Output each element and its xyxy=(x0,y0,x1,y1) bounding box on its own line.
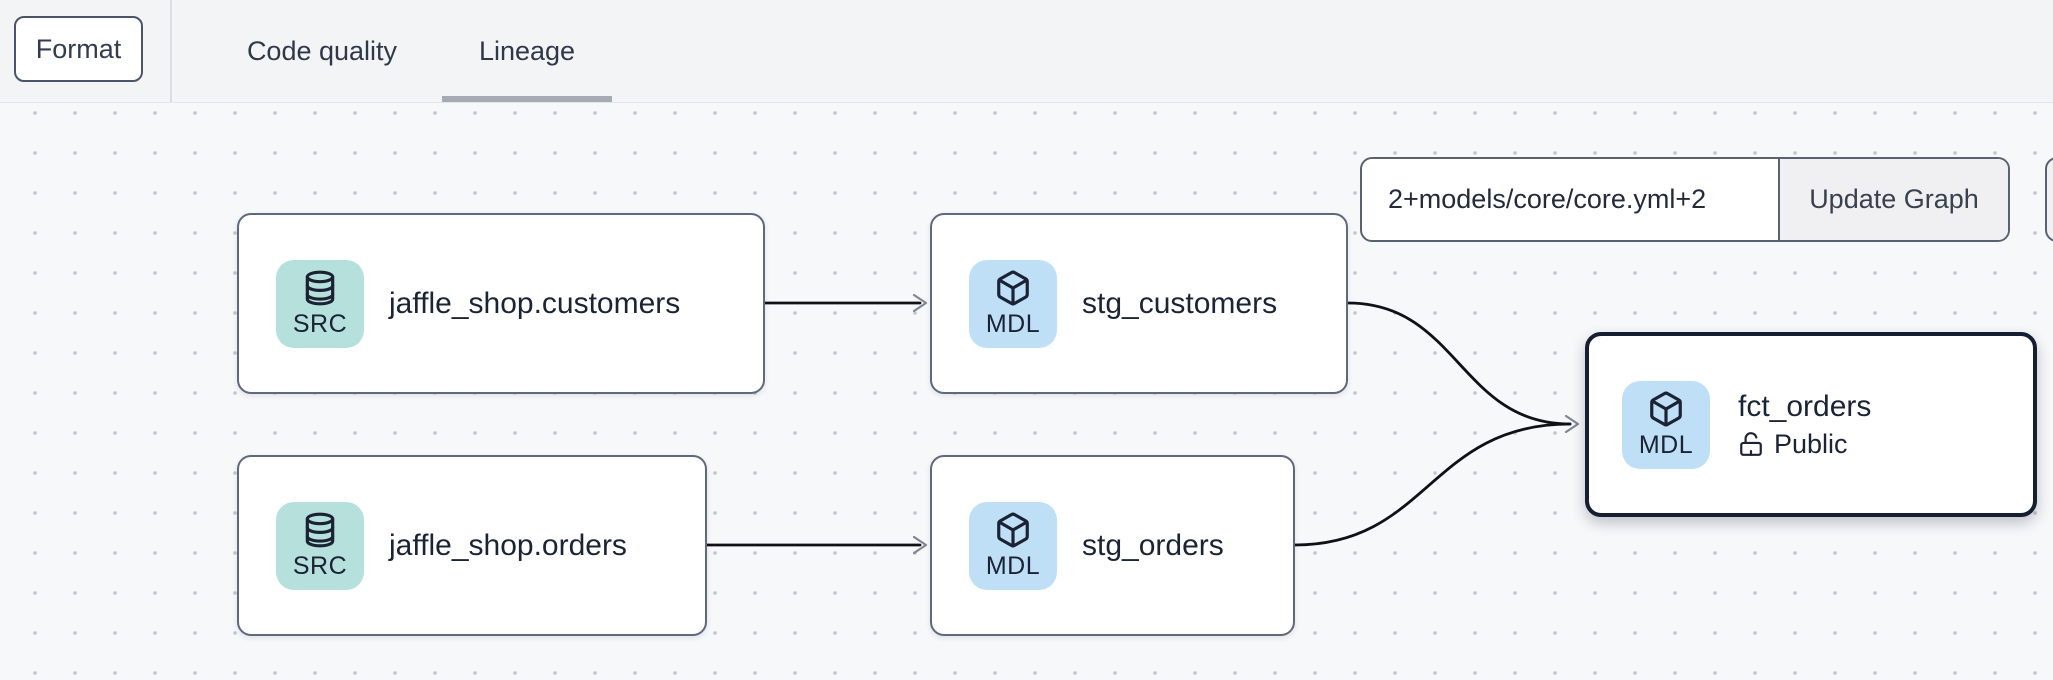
lineage-node-fct-orders[interactable]: MDL fct_orders Public xyxy=(1585,332,2037,517)
format-button[interactable]: Format xyxy=(14,16,143,82)
clipped-right-button[interactable] xyxy=(2045,157,2053,242)
node-label: stg_customers xyxy=(1082,286,1278,320)
graph-selector-group: Update Graph xyxy=(1360,157,2010,242)
model-badge: MDL xyxy=(1622,380,1710,469)
toolbar-divider xyxy=(170,0,172,102)
database-icon xyxy=(305,512,335,547)
panel-tabs: Code quality Lineage xyxy=(202,0,612,102)
tab-lineage-label: Lineage xyxy=(478,35,576,66)
tab-code-quality[interactable]: Code quality xyxy=(202,0,442,102)
arrowhead-icon xyxy=(912,293,928,313)
access-label: Public xyxy=(1774,428,1848,459)
lineage-node-jaffle-shop-customers[interactable]: SRC jaffle_shop.customers xyxy=(237,213,765,394)
cube-icon xyxy=(997,270,1029,306)
database-icon xyxy=(305,270,335,305)
badge-label: MDL xyxy=(985,309,1041,338)
tab-lineage[interactable]: Lineage xyxy=(442,0,612,102)
update-graph-button[interactable]: Update Graph xyxy=(1778,159,2008,240)
edge-stgorders-to-fct xyxy=(1293,422,1572,547)
node-label: fct_orders xyxy=(1738,389,1872,423)
source-badge: SRC xyxy=(276,259,364,348)
arrowhead-icon xyxy=(912,535,928,555)
arrowhead-icon xyxy=(1564,414,1580,434)
graph-selector-input[interactable] xyxy=(1362,159,1778,240)
model-badge: MDL xyxy=(969,501,1057,590)
node-label: jaffle_shop.customers xyxy=(389,286,681,320)
badge-label: MDL xyxy=(985,551,1041,580)
lineage-node-jaffle-shop-orders[interactable]: SRC jaffle_shop.orders xyxy=(237,455,707,636)
node-label: stg_orders xyxy=(1082,528,1224,562)
source-badge: SRC xyxy=(276,501,364,590)
unlock-icon xyxy=(1740,432,1762,456)
badge-label: SRC xyxy=(292,309,348,338)
badge-label: SRC xyxy=(292,551,348,580)
cube-icon xyxy=(1650,391,1682,427)
node-access: Public xyxy=(1738,429,1871,460)
editor-toolbar: Format Code quality Lineage xyxy=(0,0,2053,103)
model-badge: MDL xyxy=(969,259,1057,348)
cube-icon xyxy=(997,512,1029,548)
node-label: jaffle_shop.orders xyxy=(389,528,627,562)
edge-stgcustomers-to-fct xyxy=(1346,301,1572,426)
lineage-node-stg-customers[interactable]: MDL stg_customers xyxy=(930,213,1348,394)
badge-label: MDL xyxy=(1638,430,1694,459)
node-body: fct_orders Public xyxy=(1738,390,1871,460)
lineage-node-stg-orders[interactable]: MDL stg_orders xyxy=(930,455,1295,636)
tab-code-quality-label: Code quality xyxy=(246,35,398,66)
